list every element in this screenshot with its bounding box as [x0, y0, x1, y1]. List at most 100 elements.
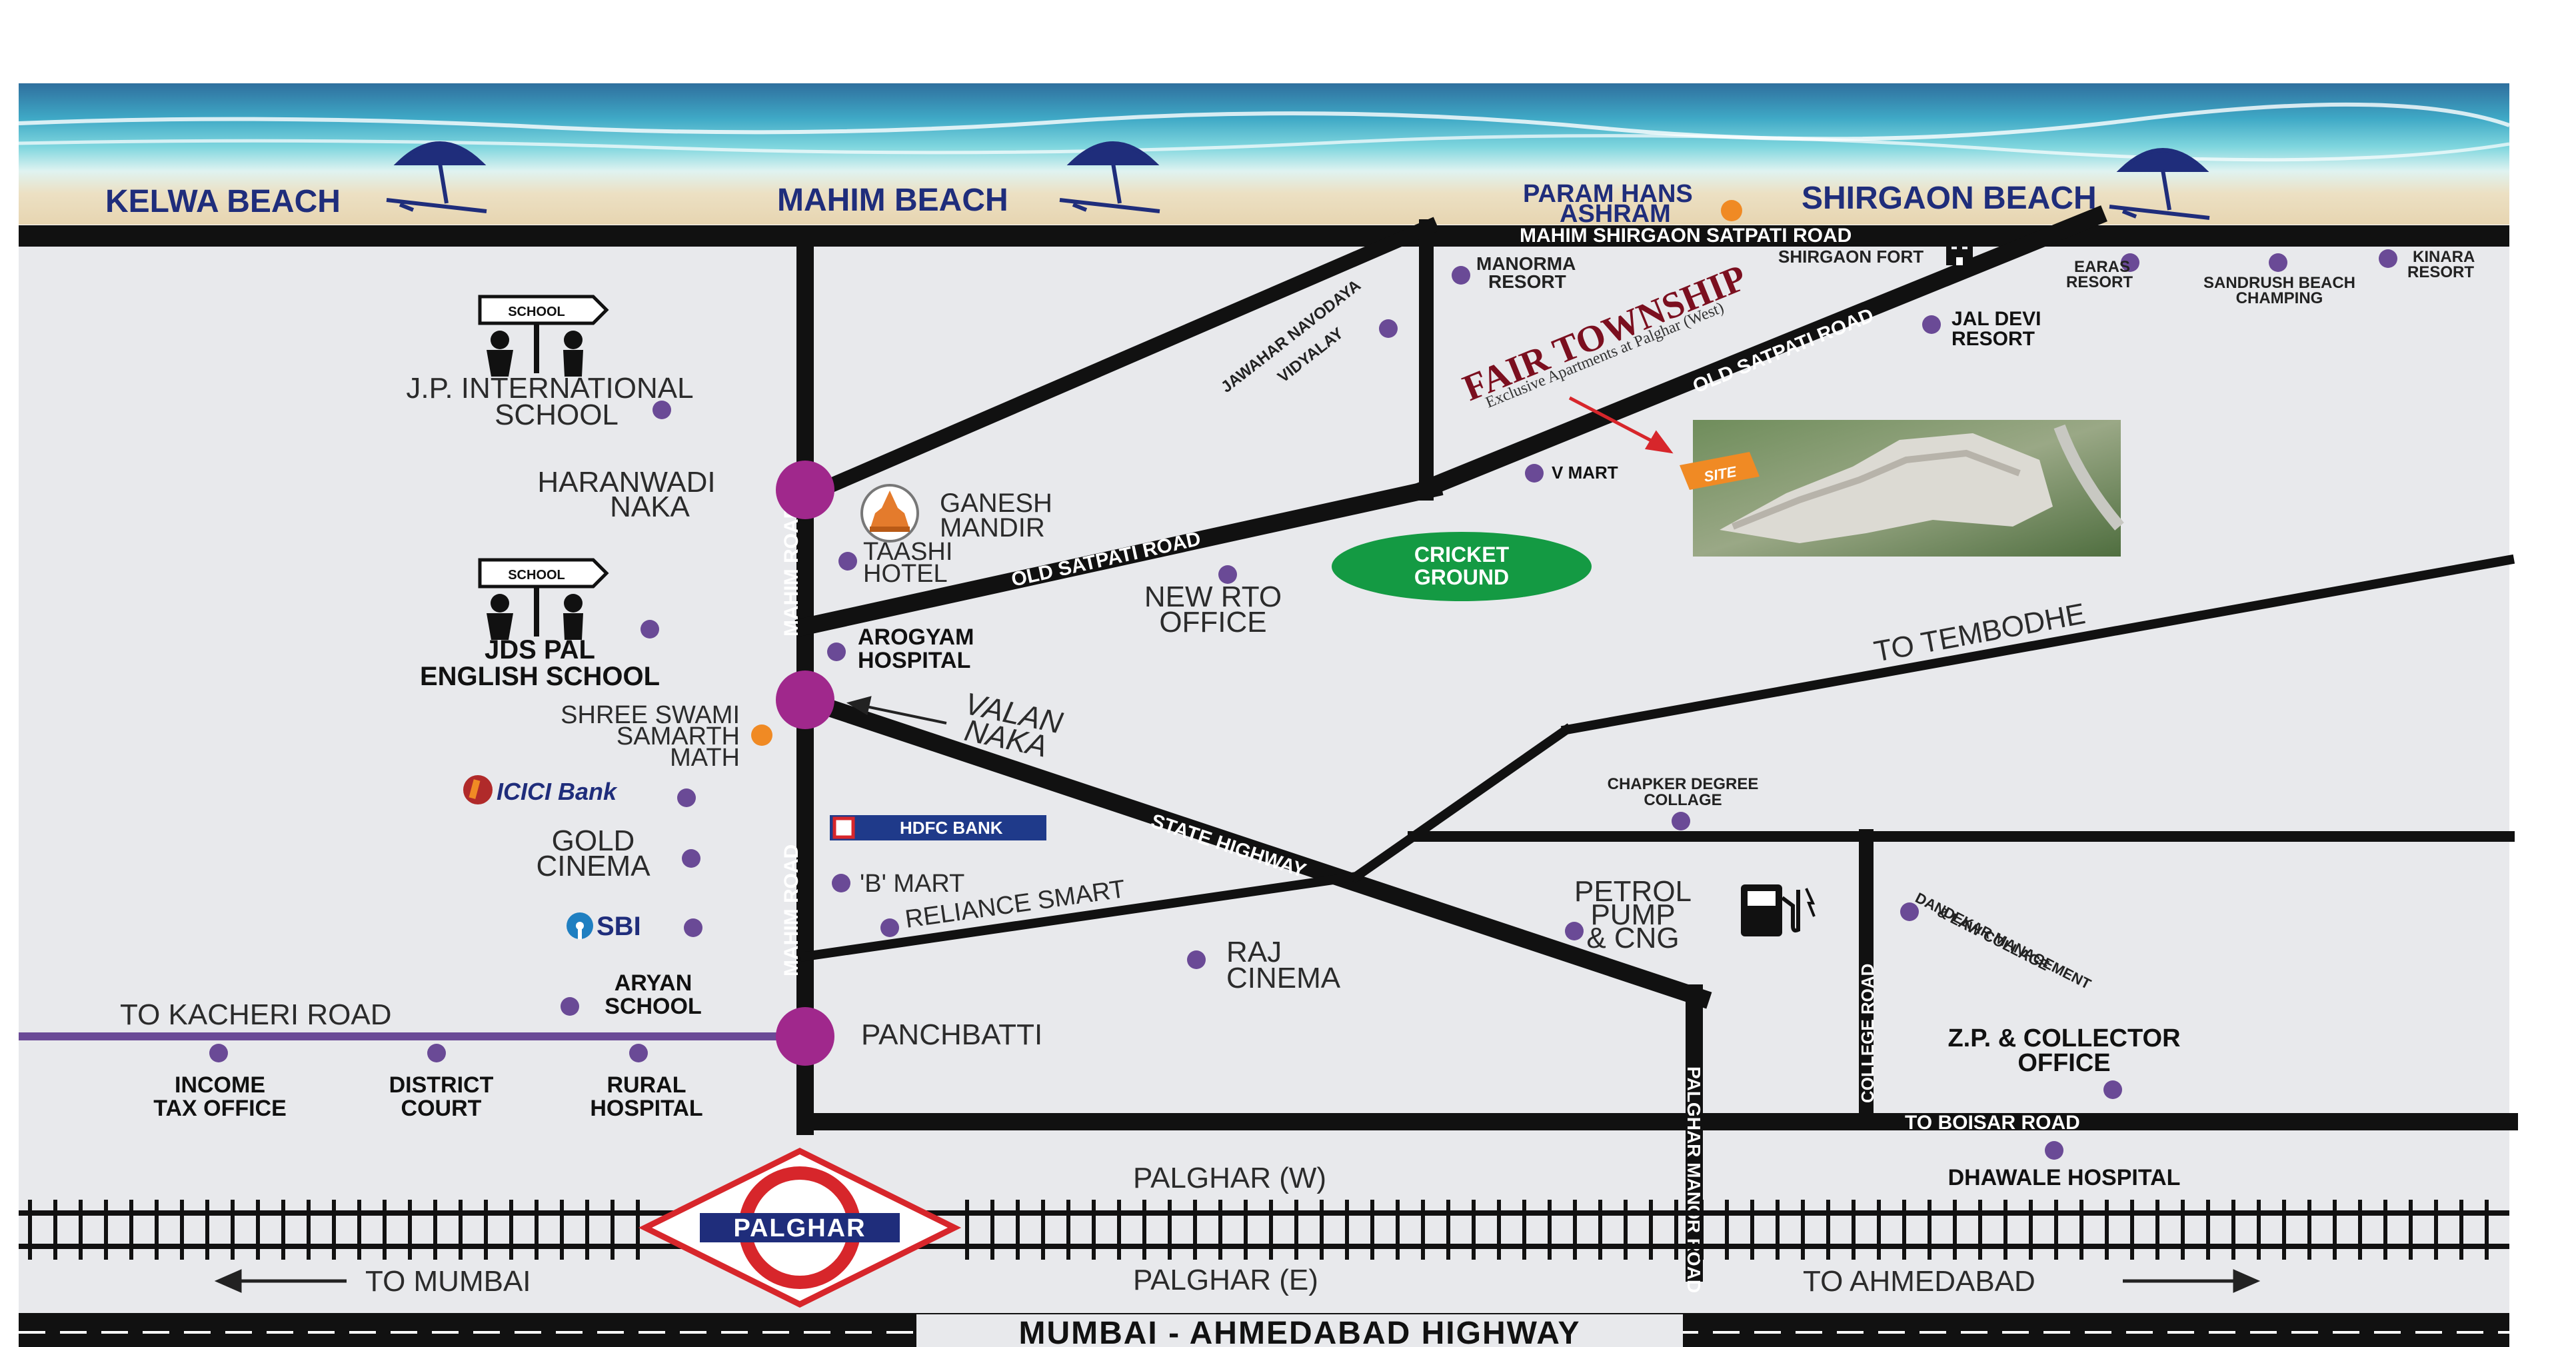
railway-line [19, 1200, 2509, 1260]
label-jp-school-2: SCHOOL [495, 399, 619, 431]
marker-district-court [427, 1044, 446, 1062]
junction-valan [776, 671, 834, 729]
temple-icon [860, 484, 919, 543]
label-haranwadi-2: NAKA [610, 491, 690, 523]
sbi-logo [567, 912, 593, 939]
road-mahim-shirgaon-satpati [19, 225, 2509, 247]
label-aryan-1: ARYAN [615, 970, 692, 996]
marker-arogyam [827, 643, 846, 661]
marker-income-tax [209, 1044, 228, 1062]
label-chapker-1: CHAPKER DEGREE [1608, 775, 1759, 793]
hdfc-logo-mark [832, 816, 855, 839]
marker-v-mart [1525, 464, 1544, 483]
marker-jp-school [652, 401, 671, 419]
school-sign-icon [478, 558, 609, 640]
railway-station-icon [638, 1147, 962, 1308]
label-district-court-1: DISTRICT [389, 1072, 494, 1098]
label-earas-1: EARAS [2074, 258, 2130, 276]
highway-label-bg [916, 1314, 1683, 1347]
label-rural-hospital-2: HOSPITAL [590, 1096, 702, 1121]
cricket-ground [1332, 532, 1592, 601]
hdfc-logo [830, 815, 1046, 840]
label-rural-hospital-1: RURAL [607, 1072, 686, 1098]
label-manorma-1: MANORMA [1476, 253, 1576, 274]
marker-sbi [684, 918, 702, 937]
marker-jds [641, 620, 659, 639]
label-b-mart: 'B' MART [860, 870, 964, 898]
label-manorma-2: RESORT [1488, 271, 1566, 292]
station-label: PALGHAR [733, 1214, 866, 1242]
label-petrol-1: PETROL [1574, 875, 1692, 908]
label-cricket-2: GROUND [1414, 565, 1509, 589]
label-jal-devi-1: JAL DEVI [1951, 308, 2041, 330]
label-jp-school-1: J.P. INTERNATIONAL [406, 372, 693, 405]
label-raj-cinema-1: RAJ [1226, 936, 1282, 968]
marker-swami [751, 724, 772, 746]
road-label-mahim-road-2: MAHIM ROAD [780, 844, 802, 976]
beach-umbrella-icon [2109, 148, 2210, 220]
marker-raj-cinema [1187, 950, 1206, 969]
marker-aryan [561, 997, 579, 1016]
arrow-icon [2123, 1269, 2261, 1293]
school-sign-text: SCHOOL [508, 568, 565, 583]
label-earas-2: RESORT [2066, 273, 2133, 291]
label-swami-3: MATH [670, 744, 740, 772]
label-sandrush-2: CHAMPING [2236, 289, 2323, 307]
marker-earas [2121, 253, 2139, 272]
label-sandrush-1: SANDRUSH BEACH [2203, 274, 2355, 292]
label-dhawale: DHAWALE HOSPITAL [1948, 1165, 2181, 1190]
junction-haranwadi [776, 461, 834, 519]
label-panchbatti: PANCHBATTI [861, 1018, 1042, 1051]
beach-label-shirgaon: SHIRGAON BEACH [1802, 181, 2097, 216]
marker-jal-devi [1922, 315, 1941, 334]
school-sign-icon [478, 295, 609, 377]
map-background [19, 227, 2509, 1347]
road-label-to-boisar: TO BOISAR ROAD [1905, 1112, 2080, 1134]
label-aryan-2: SCHOOL [605, 994, 701, 1019]
marker-kinara [2379, 249, 2397, 268]
site-tag-bg [1680, 452, 1760, 490]
marker-sandrush [2269, 253, 2287, 272]
label-ganesh-1: GANESH [940, 489, 1052, 518]
ashram-marker [1721, 200, 1742, 221]
label-jds-1: JDS PAL [485, 635, 595, 665]
marker-petrol [1565, 922, 1584, 940]
marker-gold [682, 849, 700, 868]
label-taashi-2: HOTEL [863, 560, 948, 588]
label-taashi-1: TAASHI [863, 538, 952, 566]
label-shirgaon-fort: SHIRGAON FORT [1778, 247, 1924, 267]
label-raj-cinema-2: CINEMA [1226, 962, 1341, 994]
label-sbi: SBI [597, 912, 641, 941]
label-income-tax-1: INCOME [175, 1072, 265, 1098]
arrow-icon [214, 1269, 347, 1293]
marker-new-rto [1218, 565, 1237, 584]
road-network [794, 205, 2518, 1282]
beach-umbrella-icon [1059, 141, 1160, 213]
label-hdfc: HDFC BANK [900, 818, 1003, 838]
beach-umbrella-icon [386, 141, 487, 213]
beach-label-mahim: MAHIM BEACH [777, 183, 1008, 218]
highway-label: MUMBAI - AHMEDABAD HIGHWAY [1018, 1316, 1580, 1347]
marker-reliance [880, 918, 899, 937]
label-kinara-2: RESORT [2407, 263, 2474, 281]
label-jal-devi-2: RESORT [1951, 328, 2035, 350]
label-zp-1: Z.P. & COLLECTOR [1947, 1024, 2180, 1052]
marker-manorma [1452, 266, 1470, 285]
label-new-rto-1: NEW RTO [1144, 581, 1282, 613]
beach-banner [18, 83, 2510, 225]
beach-label-kelwa: KELWA BEACH [105, 184, 341, 219]
marker-icici [677, 788, 696, 807]
marker-dhawale [2045, 1141, 2063, 1160]
marker-zp [2103, 1080, 2122, 1099]
fort-icon [1946, 244, 1973, 265]
label-arogyam-2: HOSPITAL [858, 648, 970, 673]
label-jds-2: ENGLISH SCHOOL [420, 662, 660, 691]
label-petrol-2: PUMP [1590, 898, 1675, 931]
ashram-label-1: PARAM HANS [1523, 180, 1693, 208]
label-v-mart: V MART [1552, 463, 1618, 483]
marker-b-mart [832, 874, 850, 892]
label-chapker-2: COLLAGE [1644, 791, 1722, 809]
label-new-rto-2: OFFICE [1159, 606, 1266, 639]
palghar-east-label: PALGHAR (E) [1133, 1264, 1318, 1296]
